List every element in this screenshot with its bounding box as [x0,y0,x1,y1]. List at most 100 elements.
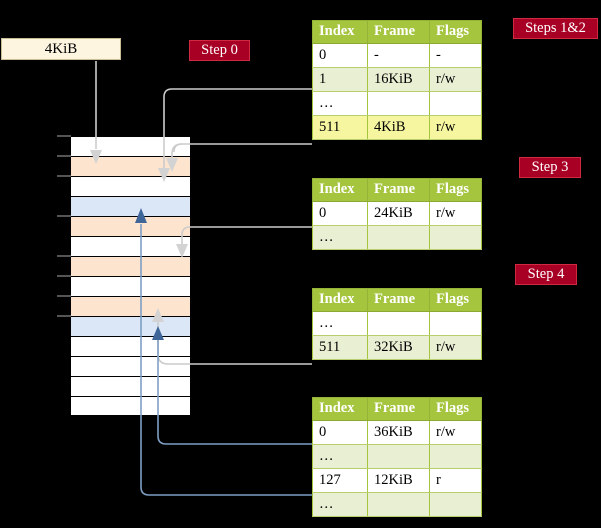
cell-frame [367,492,430,517]
wire-table4-row0-left [157,340,312,445]
memory-row [70,216,191,236]
badge-step-4-label: Step 4 [527,265,565,282]
column-header-frame: Frame [367,20,430,44]
wire-table2-row0-left [181,226,312,245]
arrowhead-up [135,208,147,223]
memory-row [70,176,191,196]
cell-flags: r/w [429,67,482,92]
table-row: 0 24KiB r/w [312,201,482,226]
badge-step-0-label: Step 0 [201,41,238,58]
cell-index: … [312,311,368,336]
column-header-index: Index [312,20,368,44]
table-row: … [312,91,482,116]
cell-flags [429,311,482,336]
table-row: 127 12KiB r [312,468,482,493]
memory-row [70,296,191,316]
badge-step-3-label: Step 3 [531,158,569,175]
table-step-3: Index Frame Flags 0 24KiB r/w … [312,178,482,250]
memory-tick [57,255,71,257]
wire-table1-row511-left [173,143,312,153]
wire-table4-row127-left [140,224,312,496]
memory-row [70,336,191,356]
table-row: 0 - - [312,43,482,68]
memory-row [70,196,191,216]
column-header-frame: Frame [367,178,430,202]
column-header-flags: Flags [429,288,482,312]
cell-index: … [312,444,368,469]
memory-row [70,236,191,256]
column-header-index: Index [312,178,368,202]
cell-flags: r/w [429,420,482,445]
memory-tick [57,295,71,297]
wire-table1-row1-left [163,88,312,169]
table-steps-1-2: Index Frame Flags 0 - - 1 16KiB r/w … [312,20,482,140]
cell-flags: r/w [429,115,482,140]
memory-row [70,376,191,396]
cell-index: 1 [312,67,368,92]
table-row: … [312,492,482,517]
cell-flags [429,492,482,517]
table-step-4: Index Frame Flags … 511 32KiB r/w [312,288,482,360]
table-bottom: Index Frame Flags 0 36KiB r/w … 127 12Ki… [312,397,482,517]
page-size-label: 4KiB [44,40,78,57]
cell-index: 0 [312,43,368,68]
cell-frame [367,91,430,116]
cell-index: 0 [312,420,368,445]
table-row: … [312,225,482,250]
cell-index: 511 [312,335,368,360]
table-header-row: Index Frame Flags [312,397,482,421]
cell-frame [367,311,430,336]
arrowhead-up [152,326,164,340]
cell-frame [367,444,430,469]
column-header-flags: Flags [429,397,482,421]
cell-flags: - [429,43,482,68]
wire-table3-row511-left [157,322,312,365]
cell-frame: 12KiB [367,468,430,493]
cell-index: 0 [312,201,368,226]
badge-steps-1-2: Steps 1&2 [513,18,598,39]
memory-tick [57,155,71,157]
arrowhead-down [166,158,178,172]
column-header-flags: Flags [429,178,482,202]
badge-step-0: Step 0 [189,40,250,61]
column-header-index: Index [312,288,368,312]
table-row: … [312,444,482,469]
cell-index: … [312,91,368,116]
column-header-index: Index [312,397,368,421]
cell-index: … [312,225,368,250]
memory-tick [57,315,71,317]
arrowhead-down [158,168,170,182]
cell-flags: r [429,468,482,493]
column-header-frame: Frame [367,397,430,421]
memory-row [70,396,191,416]
cell-frame: 16KiB [367,67,430,92]
table-row: … [312,311,482,336]
cell-flags: r/w [429,335,482,360]
badge-step-4: Step 4 [515,264,577,285]
cell-index: 511 [312,115,368,140]
wire-table1-row511-hook [171,143,183,158]
memory-tick [57,135,71,137]
memory-row [70,276,191,296]
column-header-frame: Frame [367,288,430,312]
table-row: 511 32KiB r/w [312,335,482,360]
badge-step-3: Step 3 [519,157,581,178]
table-header-row: Index Frame Flags [312,178,482,202]
arrowhead-up [152,308,164,322]
table-header-row: Index Frame Flags [312,20,482,44]
page-size-box: 4KiB [1,38,121,60]
column-header-flags: Flags [429,20,482,44]
cell-flags [429,91,482,116]
cell-index: … [312,492,368,517]
table-header-row: Index Frame Flags [312,288,482,312]
memory-row [70,256,191,276]
cell-frame: 4KiB [367,115,430,140]
memory-tick [57,175,71,177]
arrowhead-down [90,150,102,164]
cell-flags: r/w [429,201,482,226]
cell-frame: 32KiB [367,335,430,360]
badge-steps-1-2-label: Steps 1&2 [525,19,586,36]
table-row: 1 16KiB r/w [312,67,482,92]
